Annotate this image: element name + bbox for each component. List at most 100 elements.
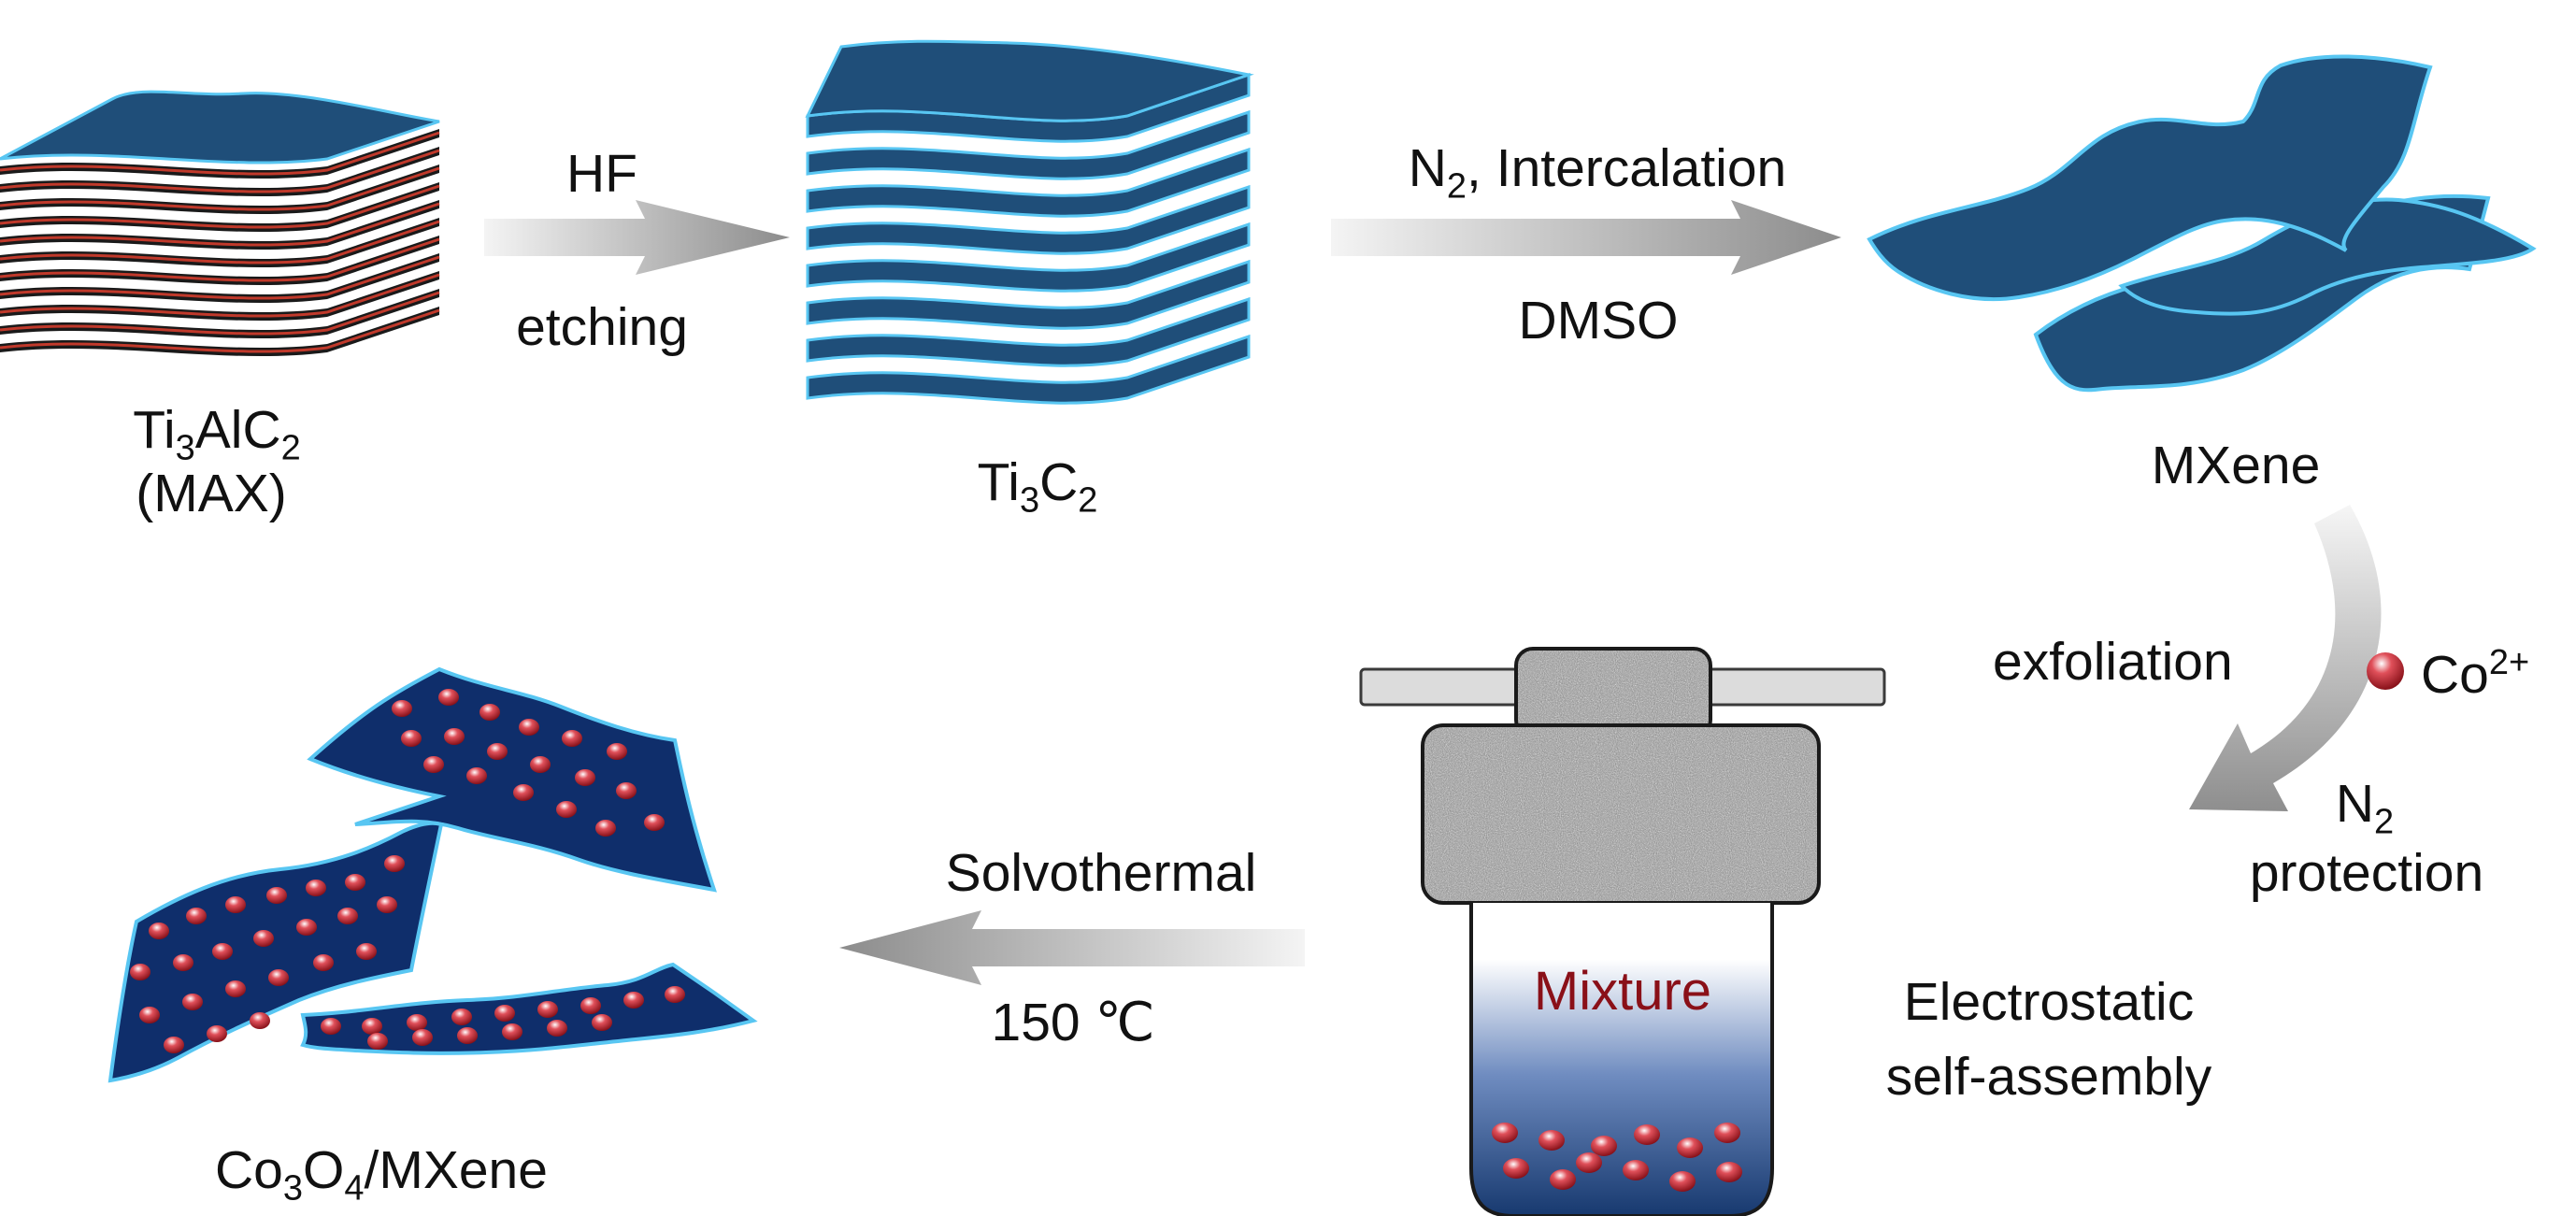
product-particle (487, 743, 508, 760)
product-particle (607, 743, 627, 760)
product-sub1: 3 (282, 1168, 304, 1209)
ti3c2-layer (806, 259, 1251, 330)
product-particle (212, 943, 233, 960)
cobalt-charge: 2+ (2488, 643, 2530, 682)
product-particle (466, 767, 487, 784)
product-particle (407, 1014, 427, 1031)
reactor-particle (1669, 1171, 1696, 1192)
reactor-particles (1492, 1123, 1742, 1192)
etching-arrow (484, 200, 790, 275)
etch-bottom-label: etching (516, 297, 688, 357)
intercalation-arrow (1331, 200, 1841, 275)
product-particle (130, 964, 150, 980)
ti3c2-layer (806, 222, 1251, 293)
product-particle (306, 880, 326, 896)
max-layer-inner (0, 184, 440, 229)
product-particle (139, 1007, 160, 1023)
product-sheet-bottom (300, 962, 758, 1055)
product-particle (547, 1020, 567, 1037)
product-particles (130, 689, 685, 1053)
reactor-particle (1714, 1123, 1740, 1143)
ti3c2-layer (806, 109, 1251, 180)
max-layer-inner (0, 291, 440, 336)
product-particle (580, 997, 601, 1014)
product-co: Co (215, 1140, 283, 1200)
product-particle (592, 1014, 612, 1031)
cobalt-ion-particle (2367, 652, 2404, 690)
max-layer-inner (0, 237, 440, 282)
product-particle (337, 908, 358, 924)
ti3c2-layer (806, 296, 1251, 367)
ti3c2-label: Ti3C2 (978, 456, 1098, 519)
product-particle (250, 1012, 270, 1029)
protection-label: protection (2249, 843, 2484, 903)
product-particle (457, 1027, 478, 1044)
product-particle (225, 980, 246, 997)
ti3c2-top-plate (805, 39, 1254, 122)
product-particle (313, 954, 334, 971)
ti3c2-sub2: 2 (1078, 480, 1098, 521)
reactor-particle (1576, 1152, 1602, 1173)
max-paren-label: (MAX) (136, 464, 287, 523)
product-particle (266, 887, 287, 904)
ti3c2-layer (806, 334, 1251, 405)
product-particle (623, 992, 644, 1009)
product-particle (268, 969, 289, 986)
product-particle (207, 1025, 227, 1042)
product-sheet-top (307, 666, 717, 893)
product-particle (519, 719, 539, 736)
max-layer-inner (0, 166, 440, 211)
protection-n: N (2335, 774, 2375, 834)
reactor-particle (1634, 1124, 1660, 1145)
solvothermal-arrow (839, 910, 1305, 985)
product-particle (502, 1023, 522, 1040)
product-particle (616, 782, 637, 799)
product-particle (186, 908, 207, 924)
product-particle (149, 923, 169, 939)
product-mxene: /MXene (364, 1140, 548, 1200)
reactor-particle (1677, 1137, 1703, 1158)
product-particle (530, 756, 551, 773)
product-particle (438, 689, 459, 706)
product-particle (562, 730, 582, 747)
max-formula-alc: AlC (194, 400, 281, 460)
ti3c2-layered-stack (805, 39, 1254, 405)
assembly-line2-label: self-assembly (1885, 1047, 2212, 1107)
exfoliation-arrow (2189, 505, 2382, 811)
product-particle (392, 700, 412, 717)
max-layer-inner (0, 255, 440, 300)
ti3c2-ti: Ti (977, 452, 1020, 512)
product-particle (253, 930, 274, 947)
product-particle (494, 1005, 515, 1022)
max-formula-sub1: 3 (175, 428, 195, 468)
product-particle (356, 943, 377, 960)
max-phase-stack (0, 90, 440, 357)
autoclave-reactor (1359, 647, 1886, 1216)
ti3c2-layer (806, 147, 1251, 218)
product-particle (173, 954, 193, 971)
product-particle (182, 994, 203, 1010)
intercalation-rest: , Intercalation (1467, 138, 1787, 198)
reactor-particle (1492, 1123, 1518, 1143)
product-particle (345, 874, 365, 891)
ti3c2-sub1: 3 (1019, 480, 1040, 521)
protection-n2-label: N2 (2336, 778, 2394, 840)
co3o4-mxene-sheets (107, 666, 758, 1083)
product-particle (537, 1001, 558, 1018)
product-particle (556, 801, 577, 818)
ti3c2-layer (806, 184, 1251, 255)
intercalation-top-label: N2, Intercalation (1409, 142, 1787, 205)
product-particle (575, 769, 595, 786)
max-layer-inner (0, 149, 440, 193)
ti3c2-c: C (1039, 452, 1079, 512)
reactor-particle (1623, 1160, 1649, 1180)
reactor-mixture-label: Mixture (1533, 961, 1712, 1022)
cobalt-ion-label: Co2+ (2421, 645, 2529, 702)
mxene-label: MXene (2151, 436, 2321, 495)
reactor-particle (1550, 1169, 1576, 1190)
mxene-sheet-middle (2118, 197, 2537, 316)
etch-top-label: HF (566, 144, 637, 204)
product-sub2: 4 (344, 1168, 365, 1209)
max-layer-inner (0, 202, 440, 247)
